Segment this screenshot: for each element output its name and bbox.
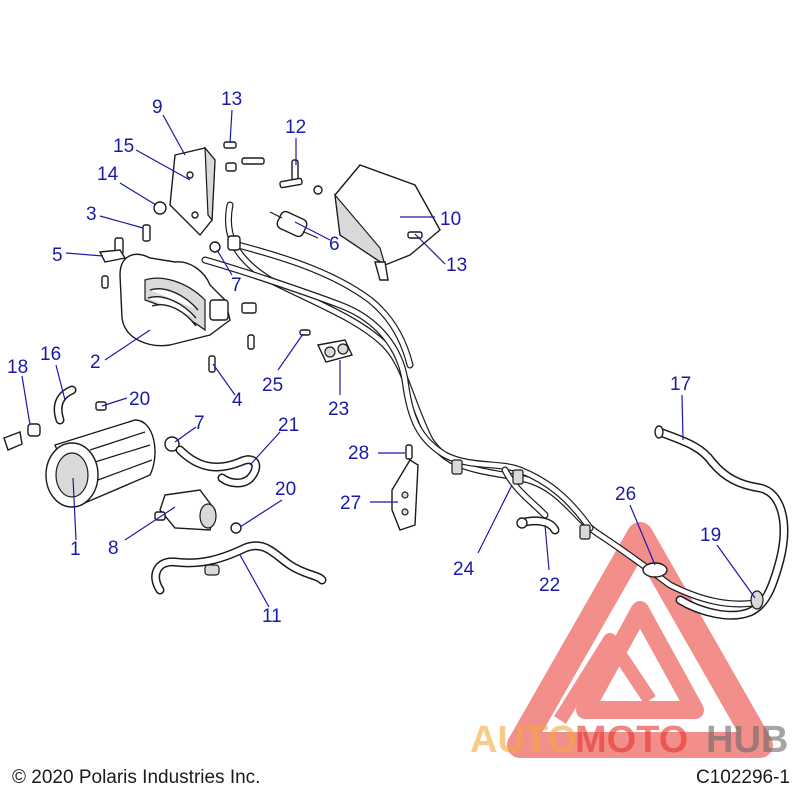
- callout-13-right: 13: [446, 255, 467, 276]
- callout-16: 16: [40, 344, 61, 365]
- callout-13-upper: 13: [221, 89, 242, 110]
- callout-24: 24: [453, 559, 475, 580]
- callout-7-upper: 7: [231, 275, 242, 296]
- hose-22: [516, 516, 560, 535]
- watermark-word-hub: HUB: [706, 719, 788, 761]
- line-clamps: [451, 459, 764, 610]
- callout-22: 22: [539, 575, 560, 596]
- callout-23: 23: [328, 399, 349, 420]
- bracket-27: [391, 459, 419, 531]
- callout-7-lower: 7: [194, 413, 205, 434]
- charcoal-canister: [45, 419, 156, 508]
- watermark-wordmark: AUTO MOTO HUB: [470, 719, 788, 761]
- callout-8: 8: [108, 538, 119, 559]
- hose-17: [654, 425, 789, 620]
- callout-19: 19: [700, 525, 721, 546]
- callout-9: 9: [152, 97, 163, 118]
- callout-3: 3: [86, 204, 97, 225]
- callout-12: 12: [285, 117, 306, 138]
- hose-clip-23: [316, 339, 353, 363]
- callout-17: 17: [670, 374, 691, 395]
- watermark-logo: [507, 522, 773, 758]
- hose-11: [151, 541, 327, 595]
- callout-27: 27: [340, 493, 361, 514]
- callout-20-lower: 20: [275, 479, 296, 500]
- callout-5: 5: [52, 245, 63, 266]
- callout-15: 15: [113, 136, 134, 157]
- callout-6: 6: [329, 234, 340, 255]
- callout-4: 4: [232, 390, 243, 411]
- copyright-text: © 2020 Polaris Industries Inc.: [12, 767, 261, 788]
- callout-14: 14: [97, 164, 119, 185]
- callout-25: 25: [262, 375, 283, 396]
- leader-lines: [21, 109, 756, 608]
- hose-21: [175, 445, 261, 488]
- fuel-filter: [269, 210, 319, 239]
- callout-18: 18: [7, 357, 28, 378]
- fasteners: [3, 141, 423, 534]
- watermark-word-auto: AUTO: [470, 719, 577, 761]
- callout-1: 1: [70, 539, 81, 560]
- watermark-word-moto: MOTO: [575, 719, 688, 761]
- mounting-bracket: [169, 146, 216, 237]
- callout-26: 26: [615, 484, 636, 505]
- callout-11: 11: [262, 606, 282, 627]
- hose-16: [53, 385, 77, 425]
- callout-21: 21: [278, 415, 299, 436]
- canister-bracket: [119, 253, 257, 347]
- callout-20-upper: 20: [129, 389, 150, 410]
- purge-valve: [154, 489, 217, 531]
- heat-shield: [334, 164, 441, 281]
- callout-10: 10: [440, 209, 461, 230]
- figure-id: C102296-1: [695, 767, 790, 788]
- callout-28: 28: [348, 443, 369, 464]
- callout-2: 2: [90, 352, 101, 373]
